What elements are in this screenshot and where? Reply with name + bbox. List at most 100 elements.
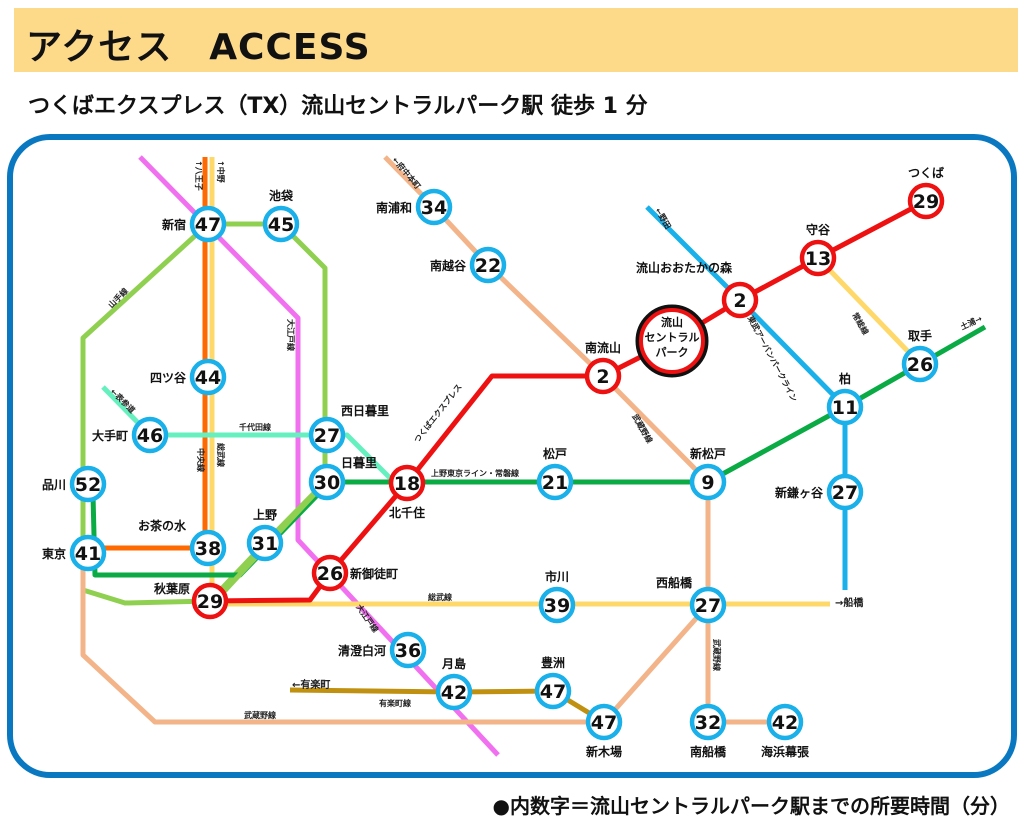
map-frame bbox=[7, 134, 1017, 778]
direction-label: →船橋 bbox=[835, 596, 864, 609]
station-marker bbox=[389, 631, 427, 669]
station-marker bbox=[689, 703, 727, 741]
station-name: つくば bbox=[908, 165, 944, 180]
station-marker bbox=[901, 345, 939, 383]
line-label: 総武線 bbox=[216, 443, 226, 467]
home-station-name: セントラル bbox=[645, 331, 700, 344]
direction-label: ↑八王子 bbox=[194, 160, 203, 191]
station-月島[interactable]: 42 月島 bbox=[435, 656, 473, 711]
station-name: 豊洲 bbox=[541, 655, 565, 670]
station-minutes: 32 bbox=[695, 712, 721, 734]
page-title: アクセス ACCESS bbox=[26, 27, 371, 68]
station-name: 品川 bbox=[42, 478, 66, 492]
station-minutes: 22 bbox=[475, 255, 501, 277]
station-name: 新御徒町 bbox=[350, 566, 398, 581]
station-name: 柏 bbox=[839, 371, 851, 386]
station-市川[interactable]: 39 市川 bbox=[538, 569, 576, 624]
station-北千住[interactable]: 18 北千住 bbox=[388, 464, 426, 520]
direction-label: ↑中野 bbox=[216, 160, 226, 183]
station-新御徒町[interactable]: 26 新御徒町 bbox=[311, 554, 398, 592]
station-marker bbox=[69, 534, 107, 572]
subtitle: つくばエクスプレス（TX）流山セントラルパーク駅 徒歩 1 分 bbox=[28, 94, 648, 119]
station-name: 北千住 bbox=[389, 505, 425, 520]
station-name: 月島 bbox=[441, 656, 466, 671]
station-minutes: 26 bbox=[317, 563, 343, 585]
station-marker bbox=[584, 357, 622, 395]
station-name: 東京 bbox=[42, 546, 66, 561]
station-marker bbox=[191, 582, 229, 620]
station-name: 清澄白河 bbox=[338, 643, 386, 658]
station-minutes: 18 bbox=[394, 473, 420, 495]
header-banner: アクセス ACCESS bbox=[14, 8, 1018, 72]
station-name: 海浜幕張 bbox=[761, 744, 810, 759]
line-label: 中央線 bbox=[196, 448, 206, 472]
musashino-line-south bbox=[80, 553, 710, 725]
station-minutes: 38 bbox=[195, 538, 221, 560]
station-minutes: 47 bbox=[195, 214, 221, 236]
station-minutes: 31 bbox=[252, 533, 278, 555]
line-label: 総武線 bbox=[428, 592, 452, 602]
station-品川[interactable]: 52 品川 bbox=[42, 465, 107, 503]
station-minutes: 45 bbox=[268, 214, 294, 236]
station-name: 大手町 bbox=[92, 428, 128, 443]
line-label: 千代田線 bbox=[239, 422, 271, 432]
station-nagareyama-central-park[interactable]: 流山セントラルパーク bbox=[635, 304, 709, 378]
station-name: 秋葉原 bbox=[154, 581, 190, 596]
station-name: 新鎌ヶ谷 bbox=[775, 485, 824, 500]
station-marker bbox=[308, 416, 346, 454]
station-minutes: 52 bbox=[75, 474, 101, 496]
station-minutes: 34 bbox=[421, 197, 447, 219]
station-柏[interactable]: 11柏 bbox=[826, 371, 864, 426]
station-新宿[interactable]: 47 新宿 bbox=[162, 205, 227, 243]
station-minutes: 41 bbox=[75, 543, 101, 565]
station-name: 新宿 bbox=[162, 217, 186, 232]
station-marker bbox=[131, 416, 169, 454]
station-name: 南浦和 bbox=[376, 200, 412, 215]
station-name: 西日暮里 bbox=[341, 403, 389, 418]
station-name: 南流山 bbox=[585, 340, 621, 355]
station-minutes: 29 bbox=[913, 191, 939, 213]
station-marker bbox=[69, 465, 107, 503]
station-minutes: 27 bbox=[695, 595, 721, 617]
station-marker bbox=[766, 703, 804, 741]
line-label: 武蔵野線 bbox=[244, 710, 276, 720]
station-marker bbox=[415, 188, 453, 226]
station-marker bbox=[536, 463, 574, 501]
station-南浦和[interactable]: 34 南浦和 bbox=[376, 188, 453, 226]
station-marker bbox=[907, 182, 945, 220]
station-marker bbox=[246, 524, 284, 562]
station-marker bbox=[585, 703, 623, 741]
line-label: 有楽町線 bbox=[379, 698, 411, 708]
station-minutes: 42 bbox=[441, 682, 467, 704]
station-minutes: 21 bbox=[542, 472, 568, 494]
station-marker bbox=[826, 388, 864, 426]
station-marker bbox=[826, 473, 864, 511]
station-東京[interactable]: 41 東京 bbox=[42, 534, 107, 572]
station-つくば[interactable]: 29 つくば bbox=[907, 165, 945, 220]
station-marker bbox=[189, 529, 227, 567]
station-minutes: 39 bbox=[544, 595, 570, 617]
station-name: 市川 bbox=[545, 569, 569, 584]
